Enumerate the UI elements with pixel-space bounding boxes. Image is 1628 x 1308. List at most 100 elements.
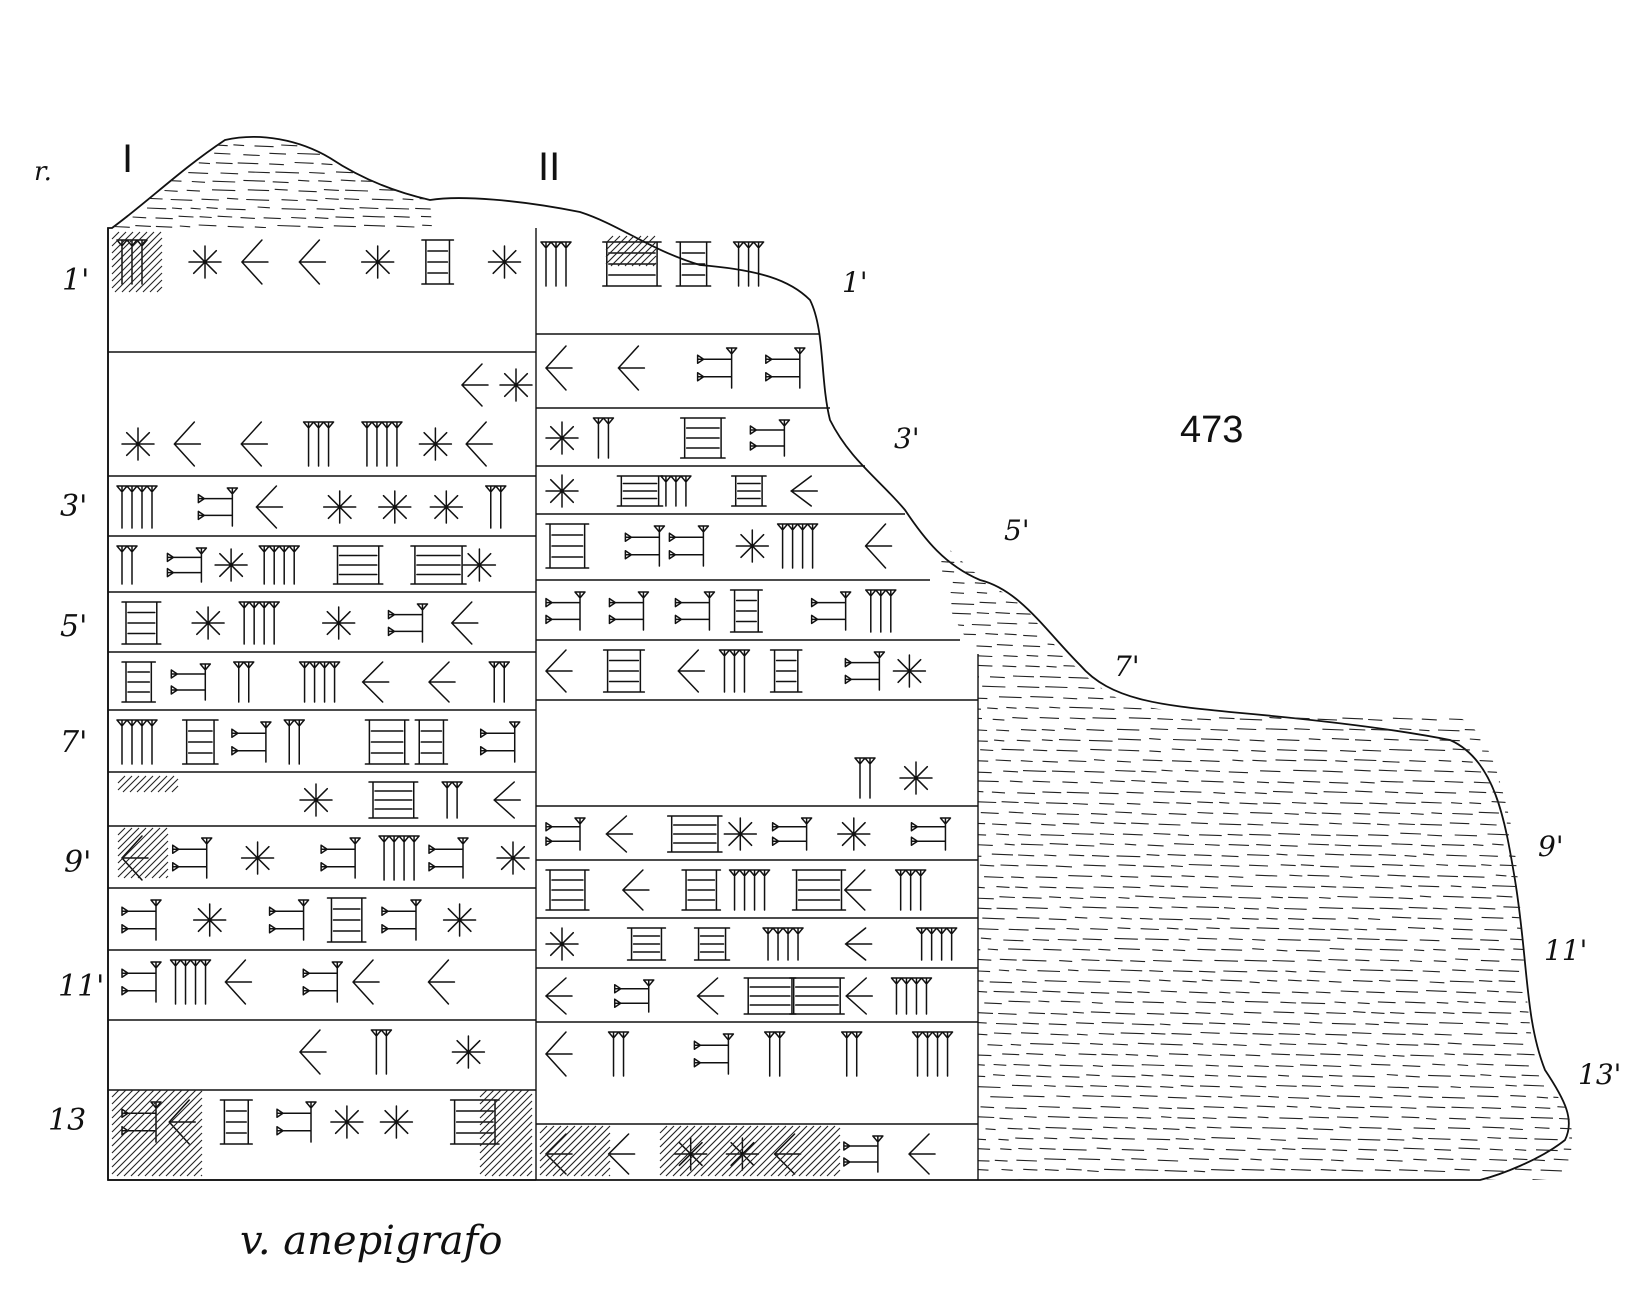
break-hatch-stroke xyxy=(1171,1033,1192,1035)
break-hatch-stroke xyxy=(1548,708,1569,711)
cuneiform-sign xyxy=(378,490,412,524)
break-hatch-stroke xyxy=(420,215,432,218)
break-hatch-stroke xyxy=(1172,738,1197,741)
break-hatch-stroke xyxy=(1540,1012,1551,1015)
break-hatch-stroke xyxy=(1478,907,1496,910)
break-hatch-stroke xyxy=(1072,1011,1084,1014)
break-hatch-stroke xyxy=(1042,791,1062,794)
break-hatch-stroke xyxy=(1420,823,1443,826)
break-hatch-stroke xyxy=(1142,759,1163,762)
break-hatch-stroke xyxy=(1454,834,1478,837)
cuneiform-sign xyxy=(894,869,927,911)
damage-hatch-stroke xyxy=(784,1125,836,1177)
break-hatch-stroke xyxy=(951,800,963,803)
break-hatch-stroke xyxy=(1166,927,1179,930)
damage-hatch-stroke xyxy=(605,235,635,265)
break-hatch-stroke xyxy=(1455,958,1469,961)
break-hatch-stroke xyxy=(1193,1138,1206,1141)
break-hatch-stroke xyxy=(941,760,962,763)
break-hatch-stroke xyxy=(1387,613,1403,616)
break-hatch-stroke xyxy=(1017,686,1040,688)
break-hatch-stroke xyxy=(994,1159,1008,1162)
break-hatch-stroke xyxy=(1357,1138,1381,1141)
break-hatch-stroke xyxy=(1382,864,1403,866)
break-hatch-stroke xyxy=(291,216,307,219)
break-hatch-stroke xyxy=(1531,622,1551,625)
break-hatch-stroke xyxy=(1115,769,1136,772)
break-hatch-stroke xyxy=(984,876,1004,879)
damage-hatch-stroke xyxy=(158,1132,203,1177)
cuneiform-sign xyxy=(168,1099,196,1145)
break-hatch-stroke xyxy=(1067,969,1079,972)
break-hatch-stroke xyxy=(971,623,991,626)
damage-hatch-stroke xyxy=(573,1139,611,1177)
break-hatch-stroke xyxy=(1473,781,1492,784)
break-hatch-stroke xyxy=(1386,1073,1398,1076)
cuneiform-sign xyxy=(255,485,284,529)
break-hatch-stroke xyxy=(1437,875,1459,878)
break-hatch-stroke xyxy=(979,864,995,867)
cuneiform-sign xyxy=(352,959,380,1005)
break-hatch-stroke xyxy=(1481,916,1504,919)
break-hatch-stroke xyxy=(1170,592,1184,595)
break-hatch-stroke xyxy=(1578,1160,1594,1161)
break-hatch-stroke xyxy=(1578,572,1602,573)
break-hatch-stroke xyxy=(1071,591,1095,593)
break-hatch-stroke xyxy=(402,198,414,201)
cuneiform-sign xyxy=(545,474,579,508)
cuneiform-sign xyxy=(197,487,239,527)
cuneiform-sign xyxy=(421,239,455,285)
break-hatch-stroke xyxy=(1015,822,1032,825)
cuneiform-sign xyxy=(387,603,429,643)
break-hatch-stroke xyxy=(1081,959,1100,962)
break-hatch-stroke xyxy=(1492,560,1517,563)
break-hatch-stroke xyxy=(1035,876,1058,879)
col1-line-label: 11' xyxy=(58,969,104,1004)
break-hatch-stroke xyxy=(999,896,1015,899)
break-hatch-stroke xyxy=(1078,1158,1101,1161)
break-hatch-stroke xyxy=(1376,665,1389,668)
break-hatch-stroke xyxy=(1469,655,1488,658)
break-hatch-stroke xyxy=(1291,801,1307,804)
break-hatch-stroke xyxy=(979,601,997,604)
break-hatch-stroke xyxy=(1520,896,1534,899)
damage-hatch-stroke xyxy=(111,237,163,289)
break-hatch-stroke xyxy=(1433,644,1457,647)
cuneiform-sign xyxy=(238,601,280,645)
break-hatch-stroke xyxy=(982,685,1006,688)
break-hatch-stroke xyxy=(1228,771,1249,774)
break-hatch-stroke xyxy=(1480,1074,1492,1077)
break-hatch-stroke xyxy=(1528,728,1552,731)
break-hatch-stroke xyxy=(1087,697,1104,700)
break-hatch-stroke xyxy=(1480,939,1499,942)
break-hatch-stroke xyxy=(1368,718,1383,721)
break-hatch-stroke xyxy=(1326,676,1342,679)
break-hatch-stroke xyxy=(1330,1159,1344,1162)
break-hatch-stroke xyxy=(1220,864,1240,867)
break-hatch-stroke xyxy=(165,136,188,138)
break-hatch-stroke xyxy=(942,738,960,740)
break-hatch-stroke xyxy=(1300,864,1314,867)
break-hatch-stroke xyxy=(1559,907,1573,910)
break-hatch-stroke xyxy=(1154,790,1175,793)
break-hatch-stroke xyxy=(1105,959,1123,962)
break-hatch-stroke xyxy=(1557,1106,1570,1109)
break-hatch-stroke xyxy=(1185,603,1208,606)
damage-hatch-stroke xyxy=(601,1167,611,1177)
break-hatch-stroke xyxy=(1057,938,1077,941)
break-hatch-stroke xyxy=(1329,781,1349,784)
break-hatch-stroke xyxy=(1239,718,1263,721)
break-hatch-stroke xyxy=(1558,664,1571,667)
break-hatch-stroke xyxy=(1463,1053,1484,1056)
cuneiform-sign xyxy=(674,591,716,631)
break-hatch-stroke xyxy=(1437,729,1460,732)
break-hatch-stroke xyxy=(1012,549,1037,552)
break-hatch-stroke xyxy=(1512,801,1523,804)
break-hatch-stroke xyxy=(1439,739,1460,742)
break-hatch-stroke xyxy=(1296,675,1318,678)
break-hatch-stroke xyxy=(1115,1001,1134,1004)
break-hatch-stroke xyxy=(1275,759,1297,762)
break-hatch-stroke xyxy=(400,152,413,155)
break-hatch-stroke xyxy=(987,948,999,951)
damage-hatch-stroke xyxy=(111,1089,169,1147)
